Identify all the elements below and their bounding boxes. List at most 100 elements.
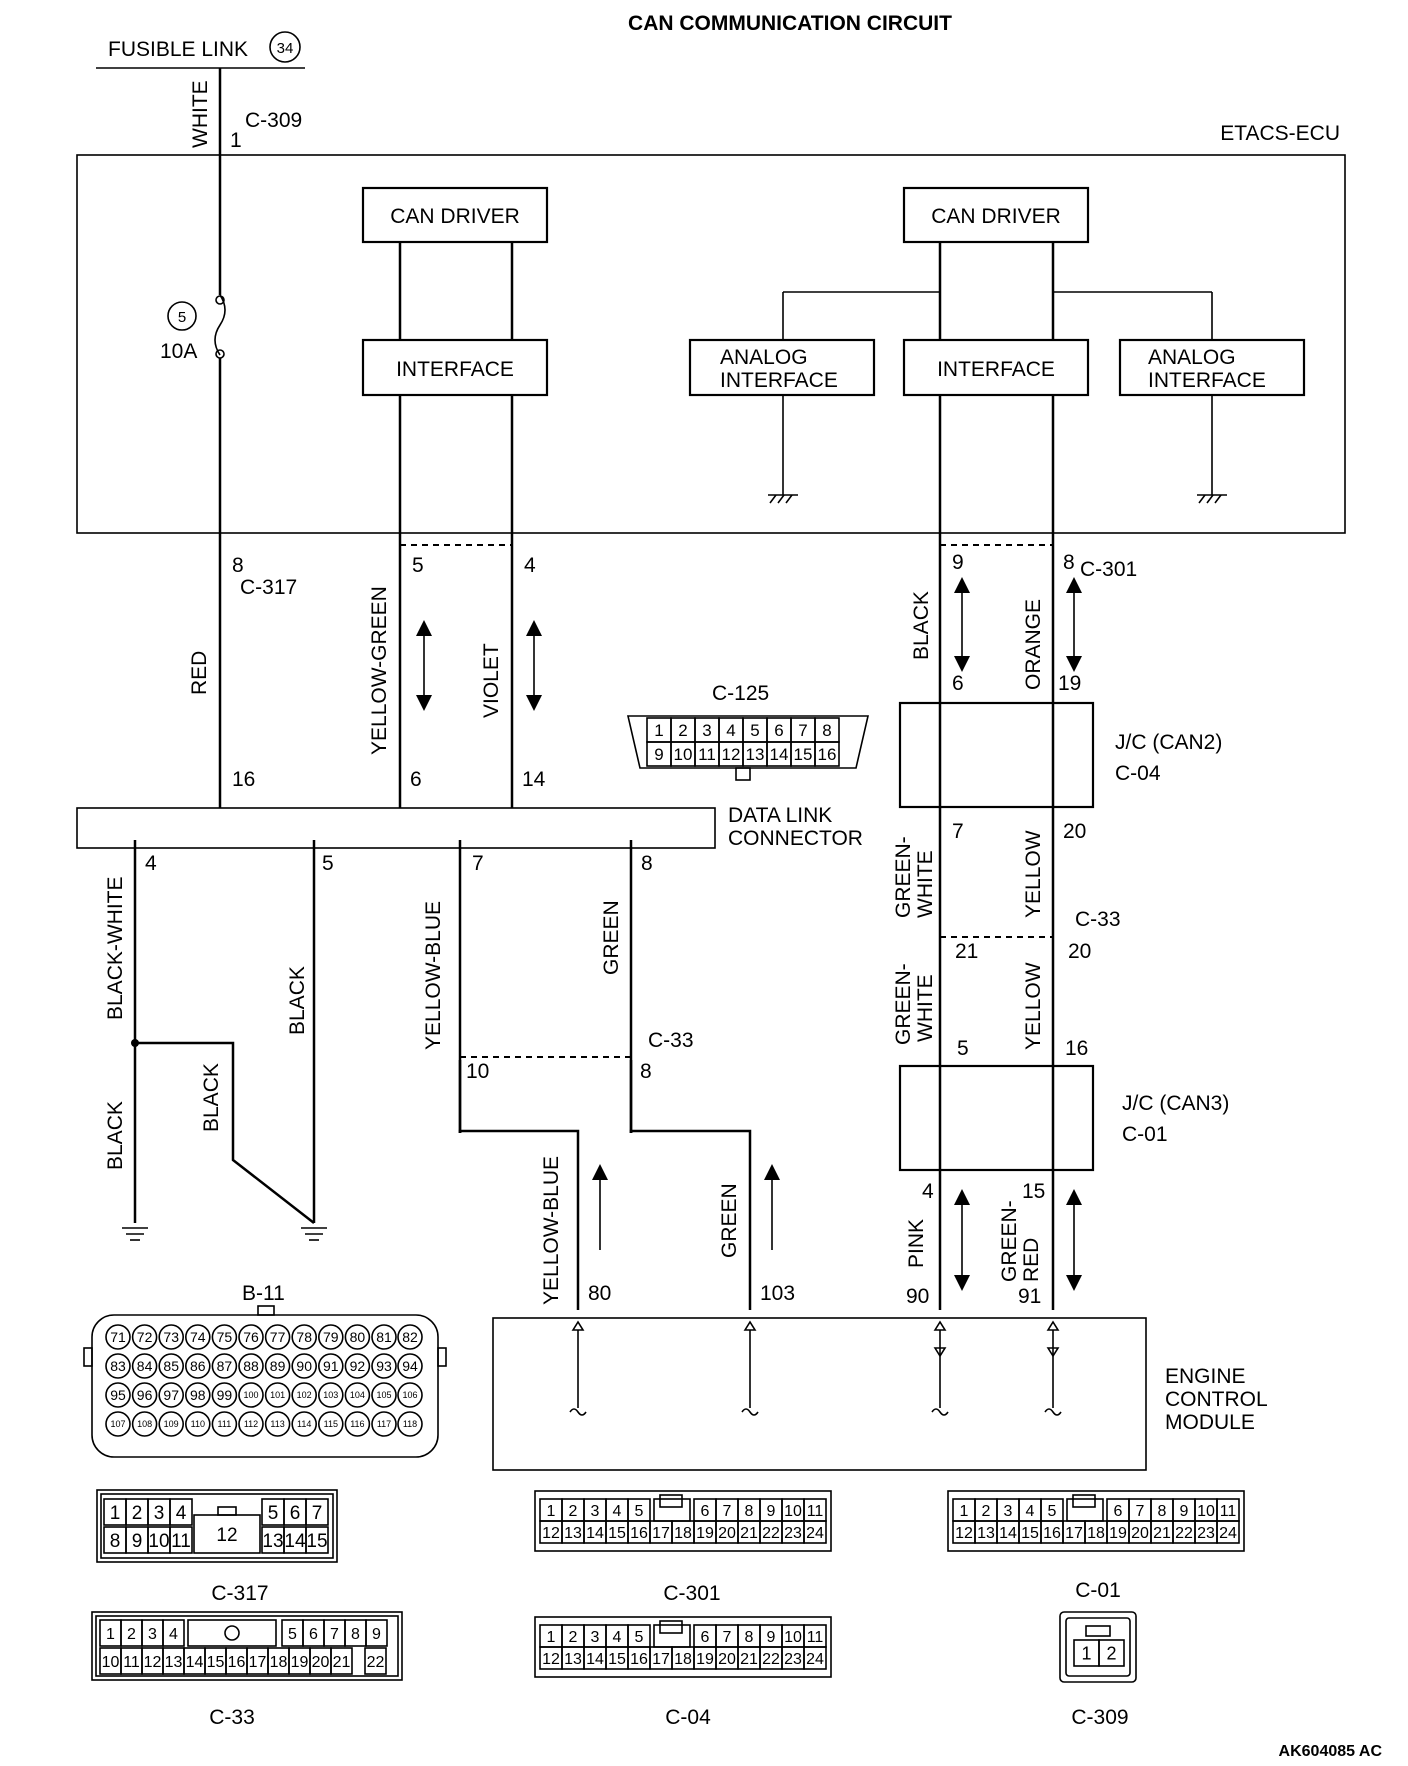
connector-pin-label: 9 — [654, 745, 663, 764]
connector-pin-label: 16 — [1043, 1525, 1061, 1542]
pin-jc2-6: 6 — [952, 672, 964, 695]
connector-pin-label: 1 — [960, 1503, 969, 1520]
pin-ecm-80: 80 — [588, 1282, 611, 1305]
connector-label-c04: C-04 — [1115, 762, 1161, 785]
connector-pin-label: 12 — [542, 1651, 560, 1668]
wire-label-yellow-blue-2: YELLOW-BLUE — [540, 1156, 563, 1305]
ground-icon — [1197, 494, 1227, 504]
connector-pin-label: 81 — [376, 1329, 392, 1345]
connector-pin-label: 23 — [1197, 1525, 1215, 1542]
connector-pin-label: 74 — [190, 1329, 206, 1345]
wire-label-green-2: GREEN — [718, 1183, 741, 1258]
connector-pin-label: 8 — [822, 721, 831, 740]
connector-pin-label: 113 — [270, 1419, 284, 1429]
wire-label-black-2: BLACK — [200, 1063, 223, 1132]
connector-label-c309-bottom: C-309 — [1071, 1706, 1128, 1729]
interface-left-label: INTERFACE — [396, 358, 514, 381]
analog-interface-right — [1118, 338, 1306, 397]
connector-pin-label: 7 — [330, 1626, 339, 1643]
pin-jc2-19: 19 — [1058, 672, 1081, 695]
pin-jc3-16: 16 — [1065, 1037, 1088, 1060]
connector-pin-label: 3 — [702, 721, 711, 740]
connector-pin-label: 11 — [1220, 1503, 1237, 1520]
connector-pin-label: 77 — [270, 1329, 286, 1345]
ground-icon — [768, 494, 798, 504]
analog-interface-right-line1: ANALOG — [1148, 346, 1236, 369]
dlc-label-line1: DATA LINK — [728, 804, 832, 827]
wire-label-black-3: BLACK — [286, 966, 309, 1035]
connector-pin-label: 6 — [309, 1626, 318, 1643]
wire-label-green-red-1: GREEN- — [998, 1200, 1021, 1282]
connector-pin-label: 5 — [1048, 1503, 1057, 1520]
connector-pin-label: 4 — [613, 1629, 622, 1646]
connector-pin-label: 79 — [323, 1329, 339, 1345]
connector-pin-label: 11 — [698, 745, 716, 764]
pin-jc3-5: 5 — [957, 1037, 969, 1060]
connector-pin-label: 84 — [137, 1358, 153, 1374]
wire-label-black-1: BLACK — [104, 1101, 127, 1170]
connector-pin-label: 14 — [770, 745, 789, 764]
connector-label-c301: C-301 — [1080, 558, 1137, 581]
connector-pin-label: 80 — [350, 1329, 366, 1345]
connector-pin-label: 3 — [591, 1503, 600, 1520]
pin-dlc-14: 14 — [522, 768, 546, 791]
connector-pin-label: 106 — [402, 1390, 417, 1400]
wire-label-orange: ORANGE — [1022, 599, 1045, 690]
can-driver-left — [361, 186, 549, 244]
pin-dlc-4: 4 — [145, 852, 157, 875]
connector-pin-label: 118 — [403, 1419, 417, 1429]
jc-can2-box — [898, 701, 1095, 809]
wire-label-green-white-2a: GREEN- — [892, 963, 915, 1045]
connector-pin-label: 1 — [110, 1503, 121, 1524]
connector-label-c301-bottom: C-301 — [663, 1582, 720, 1605]
connector-pin-label: 104 — [350, 1390, 365, 1400]
connector-pin-label: 71 — [110, 1329, 126, 1345]
connector-pin-label: 8 — [351, 1626, 360, 1643]
fusible-link-number-circle — [269, 31, 301, 63]
fuse-number-circle — [167, 301, 197, 331]
connector-pin-label: 20 — [312, 1654, 330, 1671]
connector-label-b11: B-11 — [242, 1282, 285, 1305]
connector-pin-label: 92 — [350, 1358, 366, 1374]
connector-pin-label: 4 — [1026, 1503, 1035, 1520]
wire-label-black-white: BLACK-WHITE — [104, 876, 127, 1020]
wire-label-green-red-2: RED — [1020, 1238, 1043, 1282]
ecm-label-line2: CONTROL — [1165, 1388, 1268, 1411]
pin-ecm-103: 103 — [760, 1282, 795, 1305]
pin-jc3-4: 4 — [922, 1180, 934, 1203]
connector-pin-label: 13 — [165, 1654, 183, 1671]
analog-interface-right-line2: INTERFACE — [1148, 369, 1266, 392]
connector-pin-label: 12 — [216, 1525, 237, 1546]
pin-c317-8: 8 — [232, 554, 244, 577]
connector-pin-label: 89 — [270, 1358, 286, 1374]
connector-pin-label: 75 — [217, 1329, 233, 1345]
connector-pin-label: 18 — [674, 1651, 692, 1668]
wire-label-yellow-blue-1: YELLOW-BLUE — [422, 901, 445, 1050]
fusible-link-number: 34 — [277, 40, 294, 57]
connector-pin-label: 95 — [110, 1387, 126, 1403]
connector-label-c309: C-309 — [245, 109, 302, 132]
connector-pin-label: 3 — [154, 1503, 165, 1524]
connector-pin-label: 9 — [132, 1531, 143, 1552]
pin-jc2-7: 7 — [952, 820, 964, 843]
diagram-title: CAN COMMUNICATION CIRCUIT — [628, 12, 952, 35]
connector-pin-label: 6 — [290, 1503, 301, 1524]
wire-label-green-white-1b: WHITE — [914, 850, 937, 918]
interface-right-label: INTERFACE — [937, 358, 1055, 381]
connector-label-c317: C-317 — [240, 576, 297, 599]
pin-c33-8: 8 — [640, 1060, 652, 1083]
connector-pin-label: 96 — [137, 1387, 153, 1403]
connector-pin-label: 15 — [207, 1654, 225, 1671]
connector-pin-label: 2 — [569, 1503, 578, 1520]
connector-pin-label: 18 — [1087, 1525, 1105, 1542]
ecm-internal-lines — [569, 1320, 1062, 1416]
connector-pin-label: 24 — [806, 1525, 824, 1542]
connector-pin-label: 101 — [270, 1390, 285, 1400]
connector-label-c33-right: C-33 — [1075, 908, 1121, 931]
connector-pin-label: 88 — [243, 1358, 259, 1374]
connector-pin-label: 8 — [745, 1629, 754, 1646]
connector-pin-label: 1 — [654, 721, 663, 740]
connector-pin-label: 5 — [750, 721, 759, 740]
